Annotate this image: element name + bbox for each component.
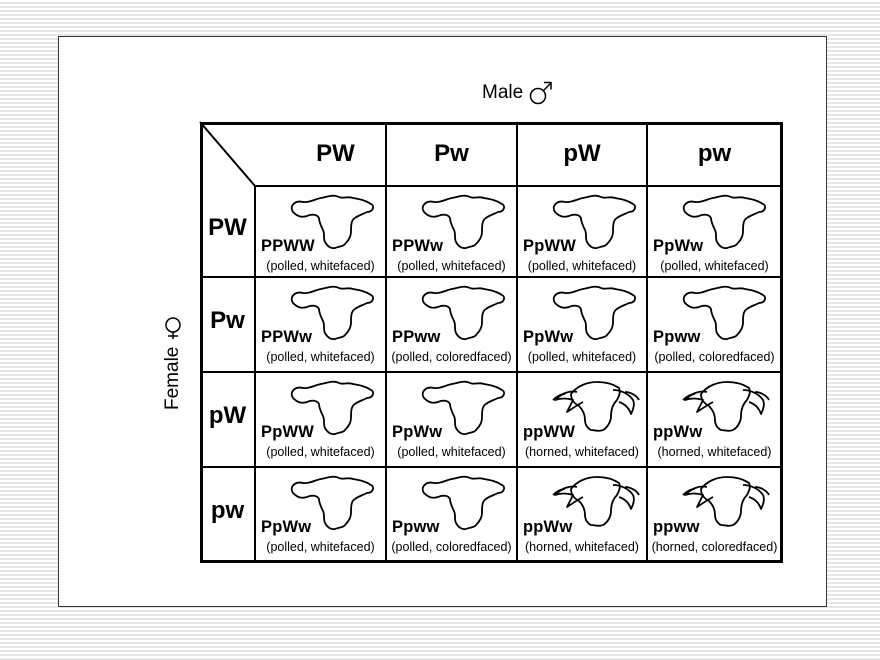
- female-axis-label: Female: [161, 315, 185, 410]
- genotype-label: PpWW: [261, 423, 315, 441]
- genotype-label: Ppww: [392, 518, 440, 536]
- male-symbol-icon: [529, 80, 553, 106]
- genotype-label: PPWw: [392, 237, 444, 255]
- punnett-cell: PPWW (polled, whitefaced): [255, 186, 386, 277]
- male-gamete-header: pW: [563, 140, 601, 167]
- punnett-cell: ppWw (horned, whitefaced): [517, 467, 647, 562]
- genotype-label: PpWW: [523, 237, 577, 255]
- genotype-label: ppWw: [523, 518, 573, 536]
- grid-row-divider: [255, 185, 783, 187]
- phenotype-label: (horned, whitefaced): [525, 445, 639, 459]
- slide-panel: [58, 36, 827, 607]
- genotype-label: ppww: [653, 518, 700, 536]
- phenotype-label: (horned, whitefaced): [525, 540, 639, 554]
- punnett-cell: ppww (horned, coloredfaced): [647, 467, 782, 562]
- genotype-label: Ppww: [653, 328, 701, 346]
- phenotype-label: (polled, whitefaced): [266, 259, 375, 273]
- genotype-label: PpWw: [523, 328, 574, 346]
- phenotype-label: (polled, whitefaced): [527, 350, 637, 364]
- phenotype-label: (polled, whitefaced): [527, 259, 637, 273]
- phenotype-label: (polled, coloredfaced): [391, 350, 512, 364]
- punnett-cell: PPWw (polled, whitefaced): [255, 277, 386, 372]
- male-gamete-header: Pw: [434, 140, 469, 167]
- phenotype-label: (polled, whitefaced): [266, 350, 375, 364]
- genotype-label: PPWw: [261, 328, 313, 346]
- punnett-cell: PpWW (polled, whitefaced): [517, 186, 647, 277]
- punnett-cell: ppWw (horned, whitefaced): [647, 372, 782, 467]
- genotype-label: PpWw: [653, 237, 704, 255]
- genotype-label: PpWw: [261, 518, 312, 536]
- punnett-cell: PpWw (polled, whitefaced): [517, 277, 647, 372]
- grid-column-divider: [646, 122, 648, 563]
- punnett-cell: PpWw (polled, whitefaced): [647, 186, 782, 277]
- male-axis-label: Male: [482, 80, 553, 106]
- genotype-label: PPWW: [261, 237, 315, 255]
- phenotype-label: (polled, coloredfaced): [654, 350, 775, 364]
- grid-row-divider: [200, 276, 783, 278]
- male-gamete-header: PW: [316, 140, 355, 167]
- grid-column-divider: [516, 122, 518, 563]
- punnett-cell: Ppww (polled, coloredfaced): [647, 277, 782, 372]
- genotype-label: ppWW: [523, 423, 576, 441]
- phenotype-label: (horned, whitefaced): [657, 445, 772, 459]
- female-symbol-icon: [162, 315, 184, 341]
- genotype-label: PpWw: [392, 423, 443, 441]
- punnett-cell: ppWW (horned, whitefaced): [517, 372, 647, 467]
- grid-column-divider: [385, 122, 387, 563]
- phenotype-label: (polled, whitefaced): [397, 259, 506, 273]
- phenotype-label: (polled, whitefaced): [660, 259, 769, 273]
- female-gamete-header: pw: [210, 496, 245, 524]
- punnett-cell: Ppww (polled, coloredfaced): [386, 467, 517, 562]
- punnett-cell: PPWw (polled, whitefaced): [386, 186, 517, 277]
- phenotype-label: (polled, whitefaced): [266, 540, 375, 554]
- phenotype-label: (horned, coloredfaced): [651, 540, 778, 554]
- grid-row-divider: [200, 466, 783, 468]
- male-label-text: Male: [482, 82, 524, 103]
- phenotype-label: (polled, whitefaced): [397, 445, 506, 459]
- phenotype-label: (polled, coloredfaced): [391, 540, 512, 554]
- male-gamete-header: pw: [697, 140, 732, 167]
- grid-row-divider: [200, 371, 783, 373]
- female-gamete-header: pW: [208, 401, 247, 429]
- punnett-cell: PpWW (polled, whitefaced): [255, 372, 386, 467]
- female-gamete-header: PW: [208, 213, 247, 241]
- genotype-label: PPww: [392, 328, 441, 346]
- corner-diagonal: [199, 121, 256, 187]
- punnett-cell: PpWw (polled, whitefaced): [255, 467, 386, 562]
- phenotype-label: (polled, whitefaced): [266, 445, 375, 459]
- genotype-label: ppWw: [653, 423, 703, 441]
- punnett-cell: PpWw (polled, whitefaced): [386, 372, 517, 467]
- female-gamete-header: Pw: [210, 306, 245, 334]
- row-header-divider: [254, 185, 256, 562]
- punnett-cell: PPww (polled, coloredfaced): [386, 277, 517, 372]
- female-label-text: Female: [162, 346, 183, 410]
